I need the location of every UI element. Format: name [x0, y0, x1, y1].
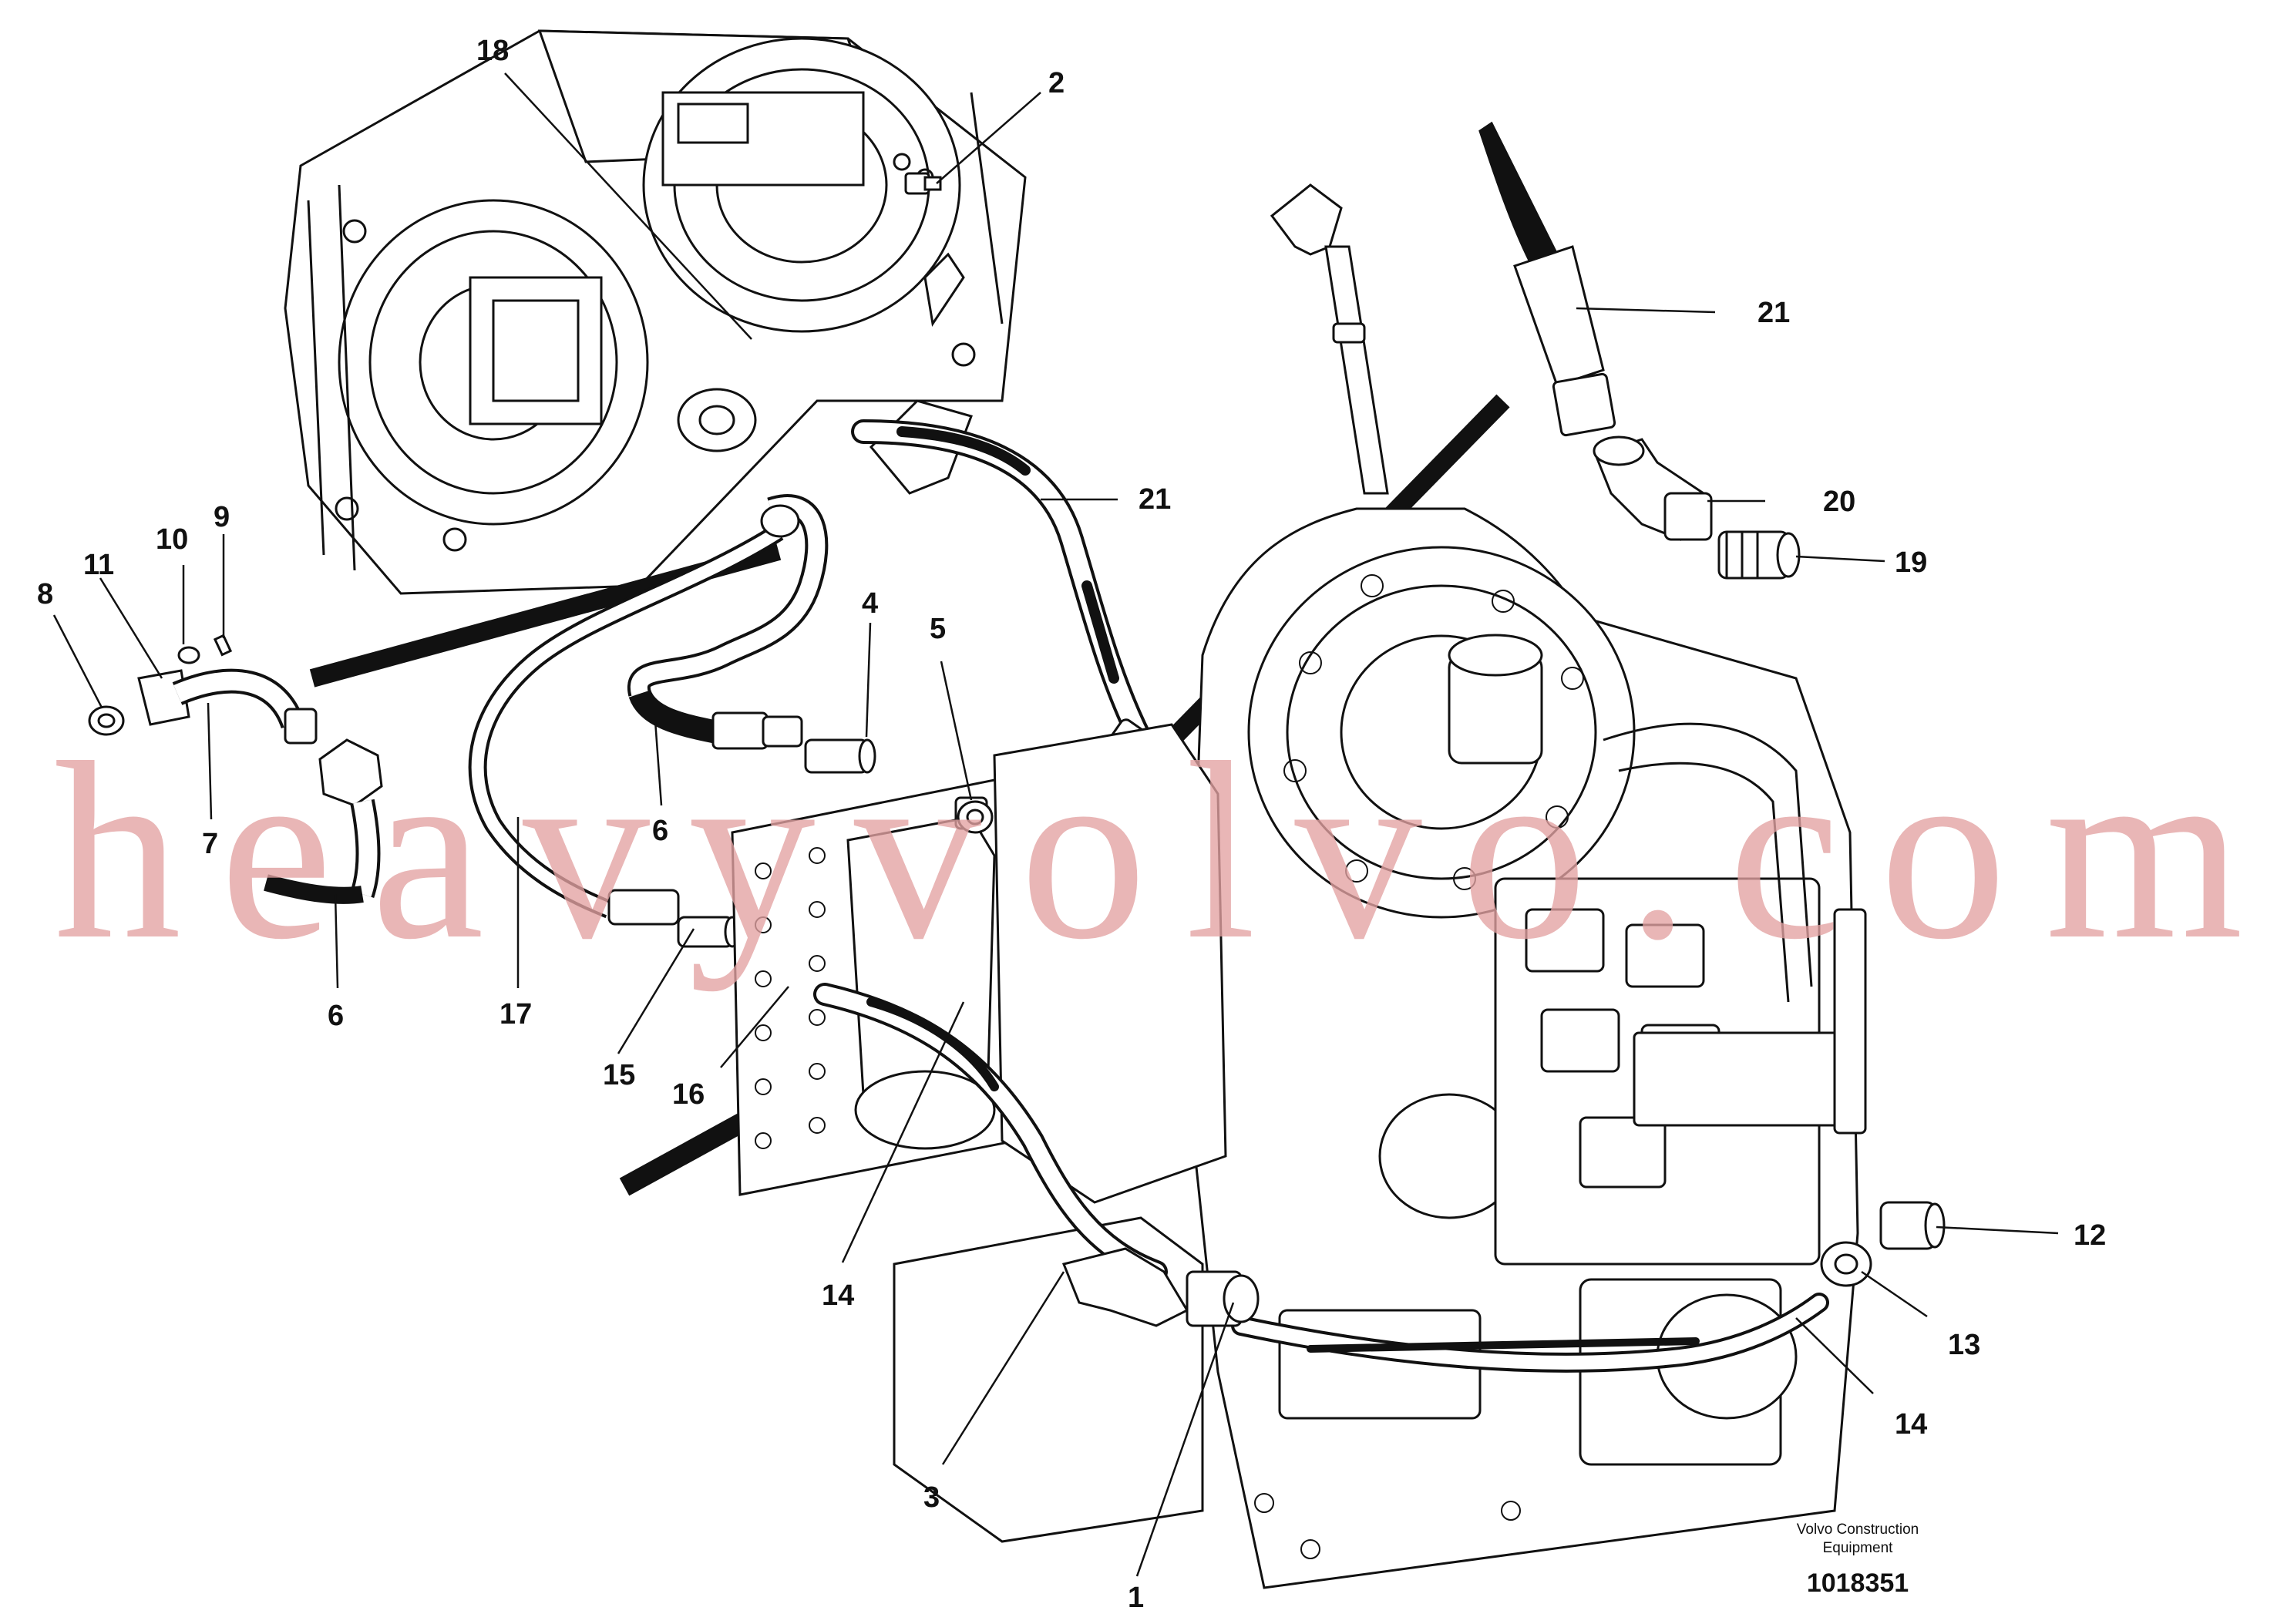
callout-1: 1 — [1128, 1582, 1144, 1614]
nipple-fitting — [1717, 530, 1801, 580]
elbow-fitting — [1593, 435, 1713, 541]
caption-brand-line1: Volvo Construction — [1797, 1521, 1919, 1538]
leader-lines — [52, 72, 2059, 1577]
hose-6 — [627, 494, 876, 774]
callout-12: 12 — [2074, 1219, 2106, 1252]
callout-8: 8 — [37, 578, 53, 610]
callout-17: 17 — [500, 998, 532, 1031]
hose-14 — [813, 983, 1829, 1373]
fittings-12-13 — [1820, 1201, 1946, 1287]
dipstick-tube — [1270, 183, 1389, 495]
callout-13: 13 — [1948, 1329, 1980, 1361]
callout-4: 4 — [862, 587, 878, 620]
callout-20: 20 — [1823, 486, 1855, 518]
motor-pump-assembly — [284, 29, 1027, 595]
valve-block — [1494, 722, 1867, 1266]
callout-19: 19 — [1895, 546, 1927, 579]
nut-5 — [957, 800, 994, 834]
callout-labels: 18 2 21 21 20 19 10 9 11 8 7 4 5 6 6 17 … — [37, 35, 2106, 1614]
callout-14-right: 14 — [1895, 1408, 1927, 1441]
callout-3: 3 — [923, 1481, 940, 1514]
fitting-3-1 — [1061, 1247, 1260, 1327]
callout-18: 18 — [476, 35, 509, 67]
drawing-number: 1018351 — [1807, 1569, 1909, 1598]
callout-14-left: 14 — [822, 1279, 854, 1312]
oil-filter — [1448, 634, 1543, 765]
callout-5: 5 — [930, 613, 946, 645]
fitting-icon — [904, 172, 942, 195]
caption-brand-line2: Equipment — [1823, 1540, 1894, 1556]
callout-2: 2 — [1048, 67, 1065, 99]
callout-10: 10 — [156, 523, 188, 556]
hose-21-detail — [1478, 121, 1616, 437]
callout-21-upper: 21 — [1758, 297, 1790, 329]
callout-15: 15 — [603, 1059, 635, 1091]
callout-11: 11 — [83, 549, 114, 581]
callout-9: 9 — [214, 501, 230, 533]
caption-block: Volvo Construction Equipment 1018351 — [1797, 1521, 1919, 1598]
callout-21-mid: 21 — [1139, 483, 1171, 516]
flange-hose-assembly — [88, 634, 383, 904]
callout-6-mid: 6 — [652, 815, 668, 847]
callout-6-left: 6 — [328, 1000, 344, 1032]
callout-16: 16 — [672, 1078, 705, 1111]
callout-7: 7 — [202, 828, 218, 860]
